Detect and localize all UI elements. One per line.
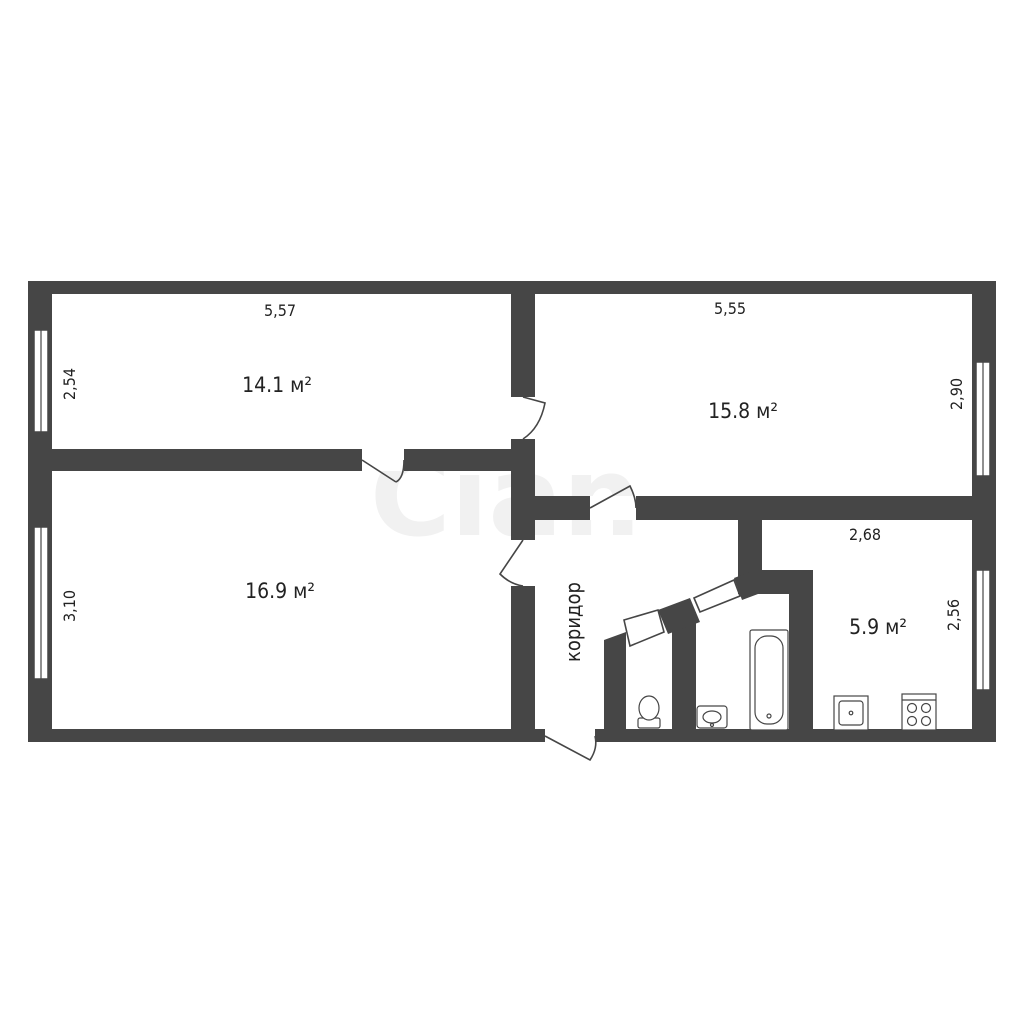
room-top-left-height: 2,54 — [60, 368, 79, 400]
room-top-right-area: 15.8 м² — [708, 399, 778, 423]
sink-icon — [696, 705, 728, 729]
wall-diagonal-1 — [658, 598, 700, 634]
fixtures — [637, 629, 937, 731]
room-top-right-width: 5,55 — [714, 299, 746, 318]
room-bottom-left-height: 3,10 — [60, 590, 79, 622]
kitchen-width: 2,68 — [849, 525, 881, 544]
room-bottom-left-area: 16.9 м² — [245, 579, 315, 603]
wall-kitchen-west — [738, 520, 762, 572]
wall-left-rooms — [52, 449, 532, 471]
doors — [361, 396, 742, 762]
room-top-right-height: 2,90 — [947, 378, 966, 410]
door-top-left-room — [361, 459, 405, 483]
stove-icon — [901, 693, 937, 731]
room-top-left-area: 14.1 м² — [242, 373, 312, 397]
wall-wc-bath-divider — [672, 612, 696, 730]
kitchen-height: 2,56 — [944, 599, 963, 631]
labels: 5,57 2,54 14.1 м² 5,55 2,90 15.8 м² 3,10… — [60, 299, 966, 662]
kitchen-sink-icon — [833, 695, 869, 731]
outer-wall-top — [28, 281, 996, 294]
wall-diagonal-2 — [734, 572, 758, 600]
kitchen-area: 5.9 м² — [849, 615, 907, 639]
windows — [33, 329, 991, 691]
bathtub-icon — [749, 629, 789, 731]
corridor-label: коридор — [561, 582, 585, 662]
door-top-right-room — [522, 396, 546, 440]
toilet-icon — [637, 695, 661, 729]
wall-wc-west — [604, 632, 626, 730]
door-wc — [623, 609, 665, 648]
room-top-left-width: 5,57 — [264, 301, 296, 320]
wall-center-vertical — [511, 294, 535, 742]
door-bottom-left-room — [498, 539, 524, 587]
door-entrance — [544, 735, 597, 762]
door-bath — [692, 578, 742, 614]
wall-kitchen-west-lower — [789, 570, 813, 730]
door-corridor-top — [589, 484, 637, 509]
walls — [28, 281, 996, 742]
